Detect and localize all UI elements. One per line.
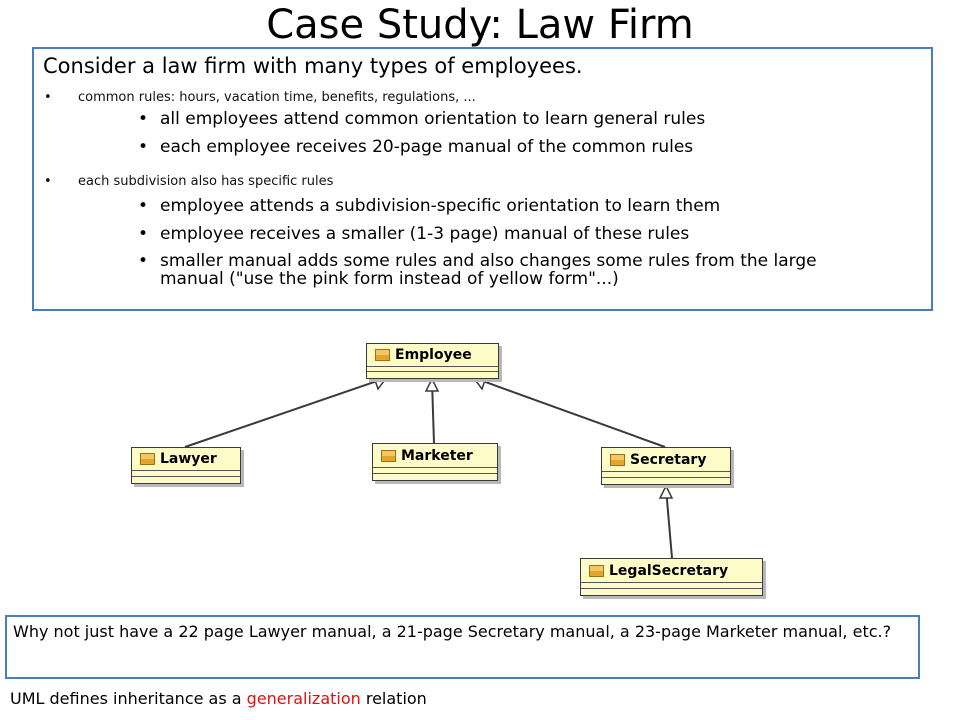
uml-class-lawyer: Lawyer (131, 447, 241, 484)
class-icon (381, 449, 396, 462)
bullet-icon: • (138, 196, 149, 216)
footer-note: UML defines inheritance as a generalizat… (10, 689, 427, 708)
question-text: Why not just have a 22 page Lawyer manua… (13, 622, 892, 641)
list-item: • all employees attend common orientatio… (138, 109, 706, 129)
uml-class-marketer: Marketer (372, 443, 498, 481)
bullet-icon: • (138, 109, 149, 129)
list-item: • smaller manual adds some rules and als… (138, 251, 817, 289)
uml-class-legalsecretary: LegalSecretary (580, 558, 763, 596)
class-icon (610, 453, 625, 466)
list-item: • employee receives a smaller (1-3 page)… (138, 224, 690, 244)
bullet-icon: • (138, 224, 149, 244)
bullet-icon: • (44, 90, 52, 105)
slide-title: Case Study: Law Firm (266, 2, 694, 48)
list-item: • employee attends a subdivision-specifi… (138, 196, 721, 216)
question-box: Why not just have a 22 page Lawyer manua… (5, 615, 920, 679)
generalization-arrowhead-icon (658, 484, 674, 499)
secretary-generalization-line (479, 379, 666, 448)
class-icon (140, 453, 155, 466)
generalization-arrowhead-icon (424, 377, 440, 392)
generalization-term: generalization (246, 689, 361, 708)
intro-heading: Consider a law firm with many types of e… (43, 54, 583, 78)
list-item: • each employee receives 20-page manual … (138, 137, 694, 157)
list-item: • each subdivision also has specific rul… (44, 174, 334, 189)
bullet-icon: • (138, 251, 149, 271)
uml-class-secretary: Secretary (601, 447, 731, 485)
lawyer-generalization-line (184, 379, 381, 448)
intro-box: Consider a law firm with many types of e… (32, 47, 933, 311)
bullet-icon: • (44, 174, 52, 189)
bullet-icon: • (138, 137, 149, 157)
class-icon (375, 348, 390, 361)
list-item: • common rules: hours, vacation time, be… (44, 90, 476, 105)
uml-class-employee: Employee (366, 343, 499, 379)
legalsecretary-generalization-line (665, 487, 673, 559)
class-icon (589, 564, 604, 577)
